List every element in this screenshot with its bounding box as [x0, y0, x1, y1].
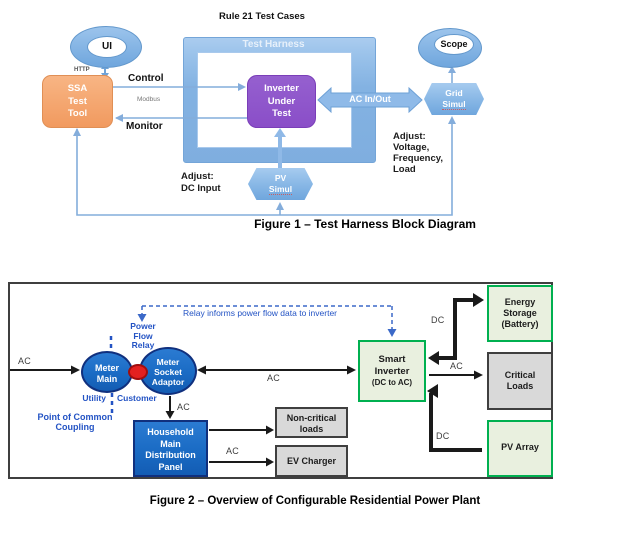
smart-inverter-line1: Smart	[378, 354, 406, 365]
monitor-label: Monitor	[126, 121, 163, 132]
modbus-label: Modbus	[137, 96, 161, 103]
ssa-line1: SSA	[67, 83, 88, 94]
inverter-line2: Under	[267, 95, 296, 107]
ac-in-label: AC	[18, 356, 32, 366]
grid-simul-line2: Simul	[424, 99, 484, 111]
pcc-line1: Point of Common	[37, 412, 113, 422]
monitor-arrowhead	[115, 114, 123, 122]
ev-charger-node: EV Charger	[275, 445, 348, 477]
smart-inverter-node: Smart Inverter (DC to AC)	[358, 340, 426, 402]
pv-simul-line2: Simul	[248, 184, 313, 196]
customer-label: Customer	[117, 393, 157, 403]
inverter-line1: Inverter	[264, 83, 299, 94]
energy-line3: (Battery)	[501, 319, 539, 329]
ac-grid-label: AC	[267, 373, 281, 383]
energy-line2: Storage	[503, 308, 537, 318]
ui-ellipse-label: UI	[87, 36, 127, 58]
adjust-grid-value1: Voltage,	[393, 142, 430, 153]
ssa-line2: Test	[68, 95, 87, 107]
point-of-common-coupling-label: Point of Common Coupling	[26, 412, 124, 432]
adjust-grid-value3: Load	[393, 164, 416, 175]
adjust-grid-value2: Frequency,	[393, 153, 443, 164]
meter-junction-dot	[128, 364, 148, 380]
meter-main-node: Meter Main	[81, 351, 133, 393]
energy-storage-node: Energy Storage (Battery)	[487, 285, 553, 342]
adjust-dc-block: Adjust: DC Input	[181, 171, 221, 194]
panel-line1: Household	[147, 427, 194, 437]
panel-line2: Main	[160, 438, 181, 449]
household-panel-node: Household Main Distribution Panel	[133, 420, 208, 477]
figure1-title: Rule 21 Test Cases	[219, 11, 305, 22]
utility-label: Utility	[82, 393, 106, 403]
pfr-line2: Flow	[133, 330, 153, 341]
ac-critical-label: AC	[450, 361, 464, 371]
ac-panel-label: AC	[177, 402, 191, 412]
scope-ellipse-label: Scope	[434, 34, 474, 55]
critical-line2: Loads	[506, 381, 534, 391]
adjust-grid-title: Adjust:	[393, 131, 426, 142]
msa-line3: Adaptor	[151, 377, 185, 387]
adjust-dc-value: DC Input	[181, 182, 221, 194]
pfr-line3: Relay	[131, 340, 155, 350]
msa-line1: Meter	[156, 357, 180, 367]
figure1-caption: Figure 1 – Test Harness Block Diagram	[254, 217, 476, 231]
power-flow-relay-label: Power Flow Relay	[116, 321, 170, 351]
pv-simul-word: Simul	[268, 184, 293, 195]
non-critical-loads-node: Non-critical loads	[275, 407, 348, 438]
pfr-line1: Power	[130, 321, 156, 331]
inverter-under-test-node: Inverter Under Test	[247, 75, 316, 128]
test-harness-label: Test Harness	[242, 39, 305, 50]
critical-loads-node: Critical Loads	[487, 352, 553, 410]
meter-main-line2: Main	[96, 373, 118, 384]
bus-grid-arrowhead	[448, 116, 456, 124]
bus-ssa-arrowhead	[73, 128, 81, 136]
pv-array-node: PV Array	[487, 420, 553, 477]
panel-line4: Panel	[158, 461, 183, 472]
adjust-grid-block: Adjust: Voltage, Frequency, Load	[393, 131, 443, 175]
noncrit-line1: Non-critical	[286, 413, 337, 423]
grid-simul-word: Simul	[442, 99, 466, 110]
dc-battery-label: DC	[431, 315, 445, 325]
noncrit-line2: loads	[299, 424, 324, 434]
meter-main-line1: Meter	[94, 363, 119, 373]
grid-simulator-node: Grid Simul	[424, 83, 484, 115]
control-label: Control	[128, 73, 164, 84]
pcc-line2: Coupling	[55, 422, 95, 432]
meter-socket-adaptor-node: Meter Socket Adaptor	[139, 347, 197, 395]
relay-note-label: Relay informs power flow data to inverte…	[183, 308, 338, 318]
ssa-line3: Tool	[67, 108, 88, 119]
smart-inverter-line3: (DC to AC)	[371, 378, 413, 387]
msa-line2: Socket	[154, 367, 182, 377]
dc-pv-label: DC	[436, 431, 450, 441]
http-label: HTTP	[74, 67, 90, 73]
ac-inout-label: AC In/Out	[349, 94, 391, 104]
panel-line3: Distribution	[145, 450, 196, 460]
adjust-dc-title: Adjust:	[181, 171, 214, 182]
grid-simul-line1: Grid	[445, 87, 463, 98]
bus-pv-arrowhead	[276, 202, 284, 210]
inverter-line3: Test	[272, 108, 291, 119]
critical-line1: Critical	[504, 370, 536, 380]
smart-inverter-line2: Inverter	[374, 365, 410, 377]
figure2-caption: Figure 2 – Overview of Configurable Resi…	[149, 495, 481, 507]
pv-simul-line1: PV	[274, 172, 287, 183]
energy-line1: Energy	[504, 297, 536, 307]
ac-ev-label: AC	[226, 446, 240, 456]
pv-simulator-node: PV Simul	[248, 168, 313, 200]
ssa-test-tool-node: SSA Test Tool	[42, 75, 113, 128]
